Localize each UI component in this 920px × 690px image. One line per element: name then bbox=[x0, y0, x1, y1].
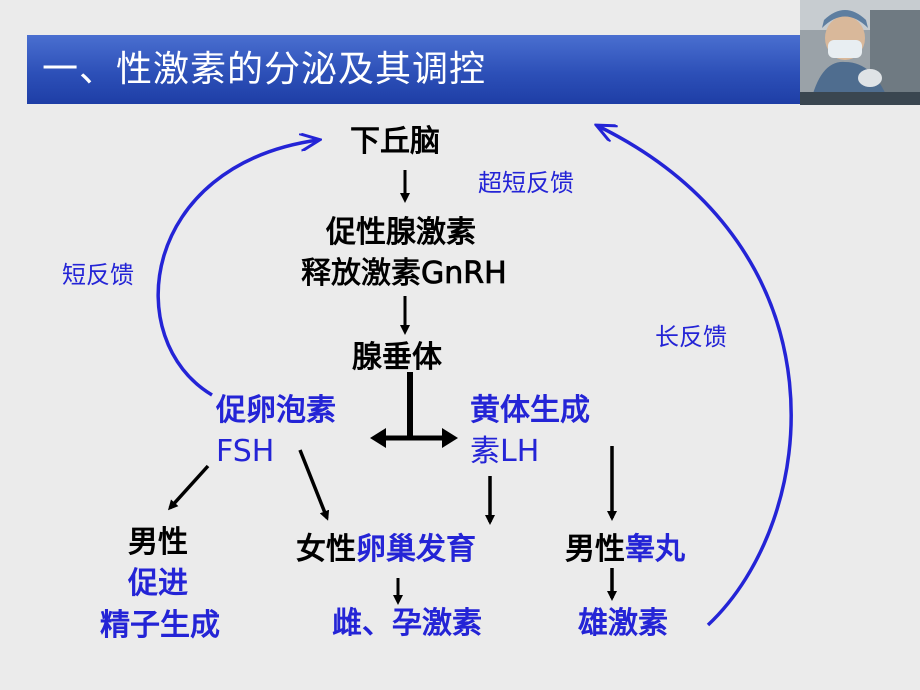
label-short-feedback: 短反馈 bbox=[62, 261, 134, 289]
node-hypothalamus: 下丘脑 bbox=[350, 124, 440, 159]
testis-suffix: 睾丸 bbox=[625, 532, 685, 567]
node-pituitary: 腺垂体 bbox=[352, 340, 442, 375]
label-ultra-short-feedback: 超短反馈 bbox=[478, 169, 574, 197]
node-female-ovary: 女性卵巢发育 bbox=[296, 532, 476, 568]
page-title: 一、性激素的分泌及其调控 bbox=[42, 49, 487, 90]
short-feedback-arrow bbox=[156, 140, 318, 397]
node-fsh-line2: FSH bbox=[216, 434, 275, 469]
node-fsh-line1: 促卵泡素 bbox=[216, 393, 336, 428]
node-lh-line1: 黄体生成 bbox=[470, 393, 590, 428]
node-gnrh-line1: 促性腺激素 bbox=[326, 215, 476, 250]
long-feedback-arrow bbox=[598, 126, 793, 627]
arrow-fsh-male bbox=[167, 464, 210, 511]
female-suffix: 卵巢发育 bbox=[356, 532, 476, 567]
node-male-testis: 男性睾丸 bbox=[565, 532, 685, 568]
female-prefix: 女性 bbox=[296, 532, 356, 567]
node-male-line3: 精子生成 bbox=[100, 608, 220, 643]
label-long-feedback: 长反馈 bbox=[655, 323, 727, 351]
title-bar bbox=[27, 35, 817, 104]
arrow-fsh-ovary bbox=[298, 449, 330, 521]
testis-prefix: 男性 bbox=[565, 532, 625, 567]
node-estrogen: 雌、孕激素 bbox=[332, 606, 482, 641]
node-androgen: 雄激素 bbox=[578, 606, 668, 641]
node-male-line1: 男性 bbox=[128, 525, 188, 560]
node-lh-line2: 素LH bbox=[470, 434, 540, 469]
surgeon-photo bbox=[800, 0, 920, 105]
node-gnrh-line2: 释放激素GnRH bbox=[301, 256, 507, 292]
node-male-line2: 促进 bbox=[128, 566, 188, 601]
